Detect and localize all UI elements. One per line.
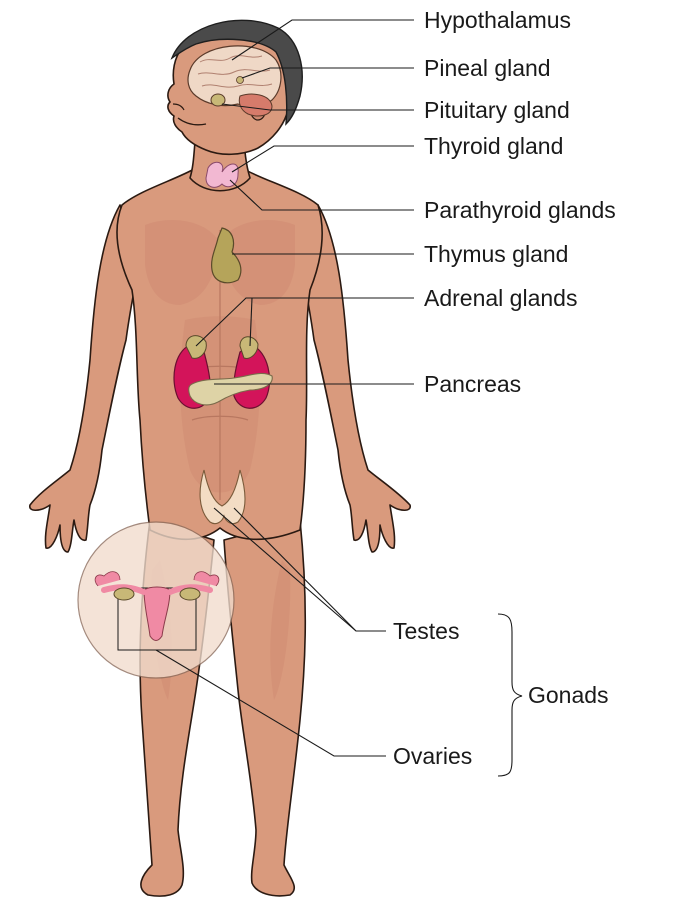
label-testes: Testes bbox=[393, 618, 459, 644]
leader-thyroid bbox=[232, 146, 414, 172]
label-gonads: Gonads bbox=[528, 682, 609, 708]
label-parathyroid-glands: Parathyroid glands bbox=[424, 197, 616, 223]
ovary-right bbox=[180, 588, 200, 600]
inset-female-reproductive bbox=[78, 522, 234, 678]
label-pituitary-gland: Pituitary gland bbox=[424, 97, 570, 123]
label-thyroid-gland: Thyroid gland bbox=[424, 133, 563, 159]
ovary-left bbox=[114, 588, 134, 600]
label-hypothalamus: Hypothalamus bbox=[424, 7, 571, 33]
label-adrenal-glands: Adrenal glands bbox=[424, 285, 577, 311]
label-pancreas: Pancreas bbox=[424, 371, 521, 397]
gonads-bracket bbox=[498, 614, 522, 776]
label-thymus-gland: Thymus gland bbox=[424, 241, 568, 267]
labels: Hypothalamus Pineal gland Pituitary glan… bbox=[393, 7, 616, 769]
human-figure bbox=[30, 20, 410, 896]
label-pineal-gland: Pineal gland bbox=[424, 55, 551, 81]
label-ovaries: Ovaries bbox=[393, 743, 472, 769]
